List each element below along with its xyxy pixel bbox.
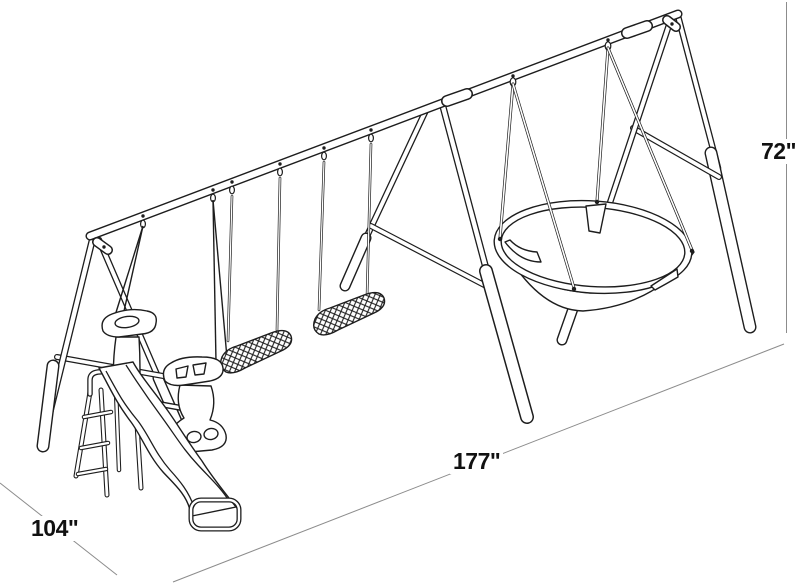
length-dimension-label: 177" [450,448,504,475]
width-dimension-label: 104" [28,515,82,542]
top-beam [85,9,683,255]
saucer-ropes [497,46,695,292]
height-dimension-label: 72" [758,138,799,165]
saucer-swing [493,46,695,312]
saucer-fold-left [504,239,542,263]
slide [98,361,242,532]
belt-swing-seats [219,291,386,374]
glider-swing [101,308,227,453]
saucer-fold-right [650,268,679,291]
seat-texture [313,292,385,335]
beam-bolts [102,22,674,249]
back-legs [95,12,757,432]
seat-texture [220,330,292,373]
saucer-strap [585,203,607,234]
swing-chains [226,142,373,343]
glider-chains [112,199,228,363]
